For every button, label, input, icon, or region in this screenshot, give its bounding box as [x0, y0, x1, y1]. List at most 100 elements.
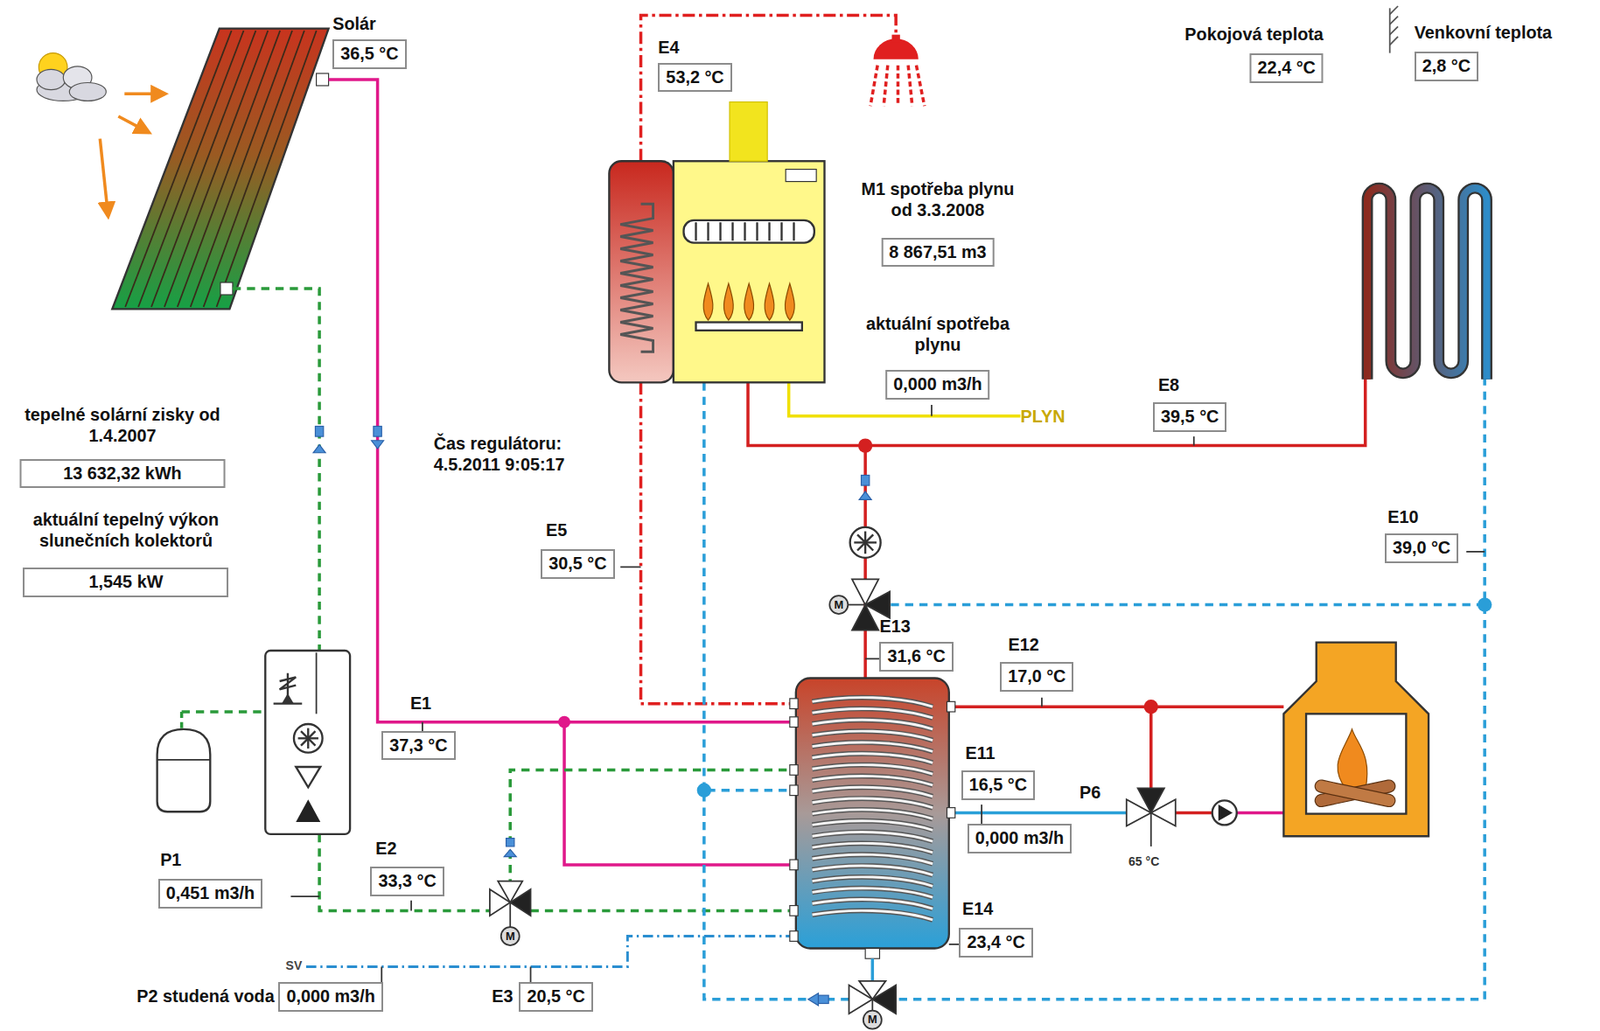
- three-way-valve: [489, 579, 1176, 1029]
- readout-heading: E1: [381, 693, 432, 715]
- gas-boiler: [792, 222, 795, 241]
- storage-tank: [811, 900, 933, 910]
- storage-tank: [811, 821, 933, 832]
- storage-tank: [789, 859, 798, 871]
- gas-boiler: [780, 222, 783, 241]
- readout-heading: tepelné solární zisky od 1.4.2007: [20, 405, 224, 448]
- solar-collector: [111, 28, 329, 310]
- solar-collector: [151, 30, 256, 308]
- value-readout: 33,3 °C: [370, 866, 444, 897]
- fireplace: [1337, 729, 1368, 791]
- storage-tank: [811, 708, 933, 719]
- motor-letter: M: [867, 1013, 878, 1028]
- storage-tank: [811, 742, 933, 753]
- outdoor-sensor-symbol: [1390, 36, 1398, 45]
- pump-station: [293, 724, 323, 754]
- pump-station: [315, 652, 318, 714]
- solar-collector: [216, 30, 317, 308]
- fireplace: [1313, 779, 1397, 809]
- storage-tank: [811, 719, 933, 730]
- gas-boiler: [743, 222, 746, 241]
- motor-letter: M: [833, 598, 844, 612]
- storage-tank: [811, 787, 933, 797]
- label: 65 °C: [1128, 854, 1160, 870]
- pump-station: [298, 728, 319, 749]
- storage-tank: [811, 798, 933, 809]
- value-readout: 39,5 °C: [1152, 402, 1227, 433]
- gas-boiler: [785, 169, 817, 182]
- pump-station: [281, 693, 294, 705]
- flow-indicator: [371, 440, 385, 449]
- gas-boiler: [620, 203, 653, 352]
- heating-pipe: [949, 705, 1285, 708]
- pipe-junction: [558, 716, 571, 729]
- shower-symbol: [870, 65, 925, 107]
- storage-tank: [811, 888, 933, 899]
- value-readout: 2,8 °C: [1414, 51, 1479, 82]
- gas-boiler: [673, 160, 825, 383]
- solar-collector: [125, 30, 317, 308]
- expansion-vessel: [157, 712, 211, 812]
- pump-station: [307, 731, 315, 739]
- sun-ray-arrow: [99, 139, 108, 217]
- circulation-pump: [857, 534, 866, 543]
- flow-indicator: [506, 838, 515, 847]
- storage-tank: [811, 754, 933, 764]
- three-way-valve: [501, 927, 520, 946]
- gas-boiler: [684, 220, 815, 244]
- expansion-vessel: [157, 729, 211, 812]
- readout-box: Venkovní teplota 2,8 °C: [1414, 22, 1552, 82]
- hot-water-pipe: [641, 382, 797, 704]
- storage-tank: [946, 808, 955, 819]
- readout-box: E839,5 °C: [1152, 375, 1227, 433]
- three-way-valve: [1138, 788, 1165, 813]
- storage-tank: [811, 698, 933, 708]
- readout-heading: E5: [540, 520, 567, 542]
- three-way-valve: [847, 604, 866, 607]
- circulation-pump: [1212, 800, 1237, 825]
- storage-tank: [811, 719, 933, 730]
- heating-pipe: [1173, 811, 1212, 815]
- readout-heading: P1: [158, 850, 182, 872]
- readout-box: M1 spotřeba plynu od 3.3.20088 867,51 m3: [856, 179, 1021, 267]
- storage-tank: [811, 877, 933, 888]
- solar-collector: [316, 73, 329, 86]
- readout-heading: M1 spotřeba plynu od 3.3.2008: [856, 179, 1021, 222]
- storage-tank: [811, 798, 933, 809]
- storage-tank: [789, 765, 798, 776]
- heating-pipe: [1149, 706, 1153, 801]
- solar-return-pipe: [510, 769, 797, 888]
- pump-station: [300, 731, 308, 739]
- pump-station: [265, 650, 350, 835]
- gas-boiler: [768, 222, 770, 241]
- circulation-pump: [865, 534, 874, 543]
- storage-tank: [811, 843, 933, 853]
- storage-tank: [789, 717, 798, 728]
- readout-box: Pokojová teplota22,4 °C: [1184, 24, 1324, 84]
- readout-box: E233,3 °C: [370, 838, 444, 897]
- flow-indicator: [314, 426, 323, 437]
- storage-tank: [811, 832, 933, 843]
- readout-heading: E3: [491, 986, 513, 1008]
- sensor-tick: [980, 804, 983, 826]
- value-readout: 0,000 m3/h: [278, 982, 383, 1013]
- gas-boiler: [703, 283, 795, 321]
- readout-heading: E4: [657, 37, 679, 59]
- readout-heading: E14: [958, 899, 993, 921]
- readout-box: E4 53,2 °C: [657, 37, 732, 92]
- sun-ray-arrow: [124, 92, 166, 96]
- flow-indicator: [808, 993, 819, 1007]
- readout-box: aktuální tepelný výkon slunečních kolekt…: [3, 510, 249, 598]
- three-way-valve: [859, 981, 886, 1000]
- value-readout: 53,2 °C: [657, 62, 732, 93]
- pipe-junction: [697, 783, 712, 798]
- value-readout: 36,5 °C: [332, 39, 406, 70]
- label: P6: [1079, 782, 1101, 804]
- storage-tank: [811, 900, 933, 910]
- readout-heading: Venkovní teplota: [1414, 22, 1552, 44]
- label: PLYN: [1020, 406, 1065, 428]
- flow-indicator: [313, 444, 326, 453]
- shower-symbol: [870, 65, 878, 107]
- value-readout: 0,451 m3/h: [158, 879, 263, 909]
